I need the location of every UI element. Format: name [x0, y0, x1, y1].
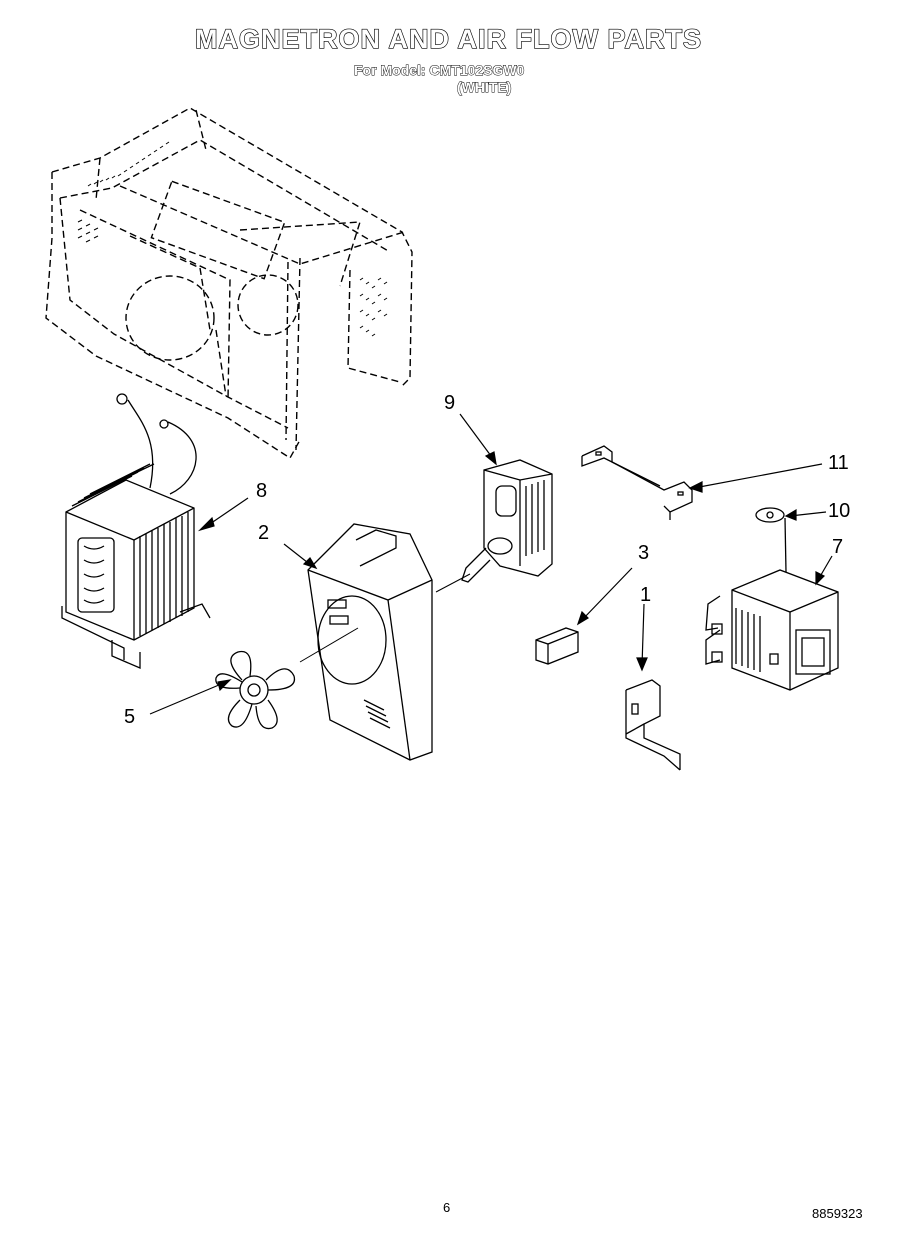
cabinet-outline — [45, 107, 413, 459]
page-title: MAGNETRON AND AIR FLOW PARTS — [194, 23, 702, 54]
callout-11: 11 — [828, 452, 849, 474]
thermal-cutout-part-10 — [755, 507, 787, 573]
callout-9: 9 — [444, 392, 456, 414]
transformer-part-8 — [61, 393, 211, 669]
model-line: For Model: CMT102SGW0 — [354, 62, 525, 79]
fan-motor-part-9 — [461, 459, 553, 583]
callout-8: 8 — [256, 480, 268, 502]
leader-lines — [149, 413, 833, 715]
callout-10: 10 — [828, 500, 851, 522]
page-number: 6 — [443, 1200, 451, 1215]
bracket-part-11 — [581, 445, 693, 520]
air-duct-part-2 — [307, 523, 433, 761]
callout-5: 5 — [124, 706, 136, 728]
callout-1: 1 — [640, 584, 652, 606]
angle-bracket-part-1 — [625, 679, 681, 771]
cabinet-vents — [77, 141, 388, 337]
magnetron-part-7 — [705, 569, 839, 691]
doc-code: 8859323 — [812, 1206, 863, 1221]
small-bracket-part-3 — [535, 627, 579, 665]
callout-3: 3 — [638, 542, 650, 564]
color-line: (WHITE) — [457, 79, 512, 96]
fan-blade-part-5 — [215, 650, 296, 730]
callout-7: 7 — [832, 536, 844, 558]
callout-2: 2 — [258, 522, 270, 544]
